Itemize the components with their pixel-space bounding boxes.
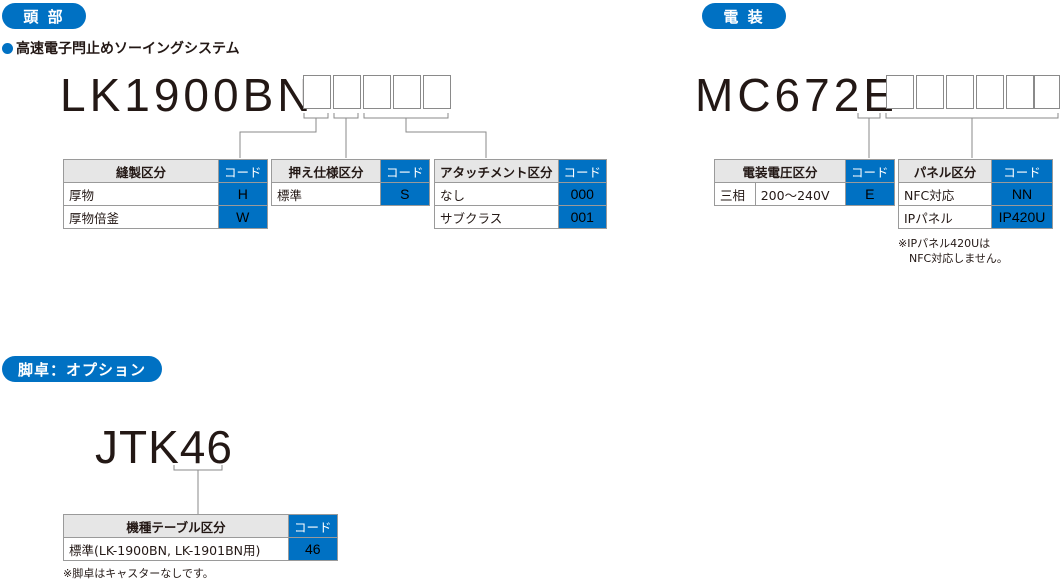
table-row: NFC対応 NN bbox=[898, 182, 1053, 206]
row-code: NN bbox=[991, 182, 1053, 206]
code-header: コード bbox=[557, 159, 608, 183]
row-label: 厚物 bbox=[63, 182, 219, 206]
code-header: コード bbox=[218, 159, 268, 183]
row-code: IP420U bbox=[991, 205, 1053, 229]
head-code-box bbox=[333, 75, 361, 109]
table-header: 縫製区分 bbox=[63, 159, 219, 183]
table-row: 厚物 H bbox=[63, 182, 268, 206]
head-code-box bbox=[303, 75, 331, 109]
head-model-number: LK1900BN bbox=[60, 69, 315, 121]
code-header: コード bbox=[288, 514, 338, 538]
table-header: アタッチメント区分 bbox=[434, 159, 559, 183]
table-row: サブクラス 001 bbox=[434, 205, 608, 229]
motor-code-box bbox=[1034, 75, 1060, 109]
row-label: 標準(LK-1900BN, LK-1901BN用) bbox=[63, 537, 289, 561]
stand-note: ※脚卓はキャスターなしです。 bbox=[63, 567, 214, 580]
table-header: 電装電圧区分 bbox=[714, 159, 846, 183]
row-code: E bbox=[845, 182, 895, 206]
table-row: 厚物倍釜 W bbox=[63, 205, 268, 229]
code-header: コード bbox=[991, 159, 1053, 183]
table-row: 標準(LK-1900BN, LK-1901BN用) 46 bbox=[63, 537, 338, 561]
row-code: S bbox=[380, 182, 430, 206]
row-code: 000 bbox=[557, 182, 608, 206]
table-row: 標準 S bbox=[271, 182, 430, 206]
panel-table: パネル区分 コード NFC対応 NN IPパネル IP420U bbox=[898, 159, 1053, 229]
sewing-type-table: 縫製区分 コード 厚物 H 厚物倍釜 W bbox=[63, 159, 268, 229]
code-header: コード bbox=[380, 159, 430, 183]
head-subtitle-text: 高速電子閂止めソーイングシステム bbox=[16, 41, 240, 57]
table-row: なし 000 bbox=[434, 182, 608, 206]
row-label: NFC対応 bbox=[898, 182, 992, 206]
bullet-icon bbox=[2, 42, 13, 54]
head-code-box bbox=[423, 75, 451, 109]
motor-code-box bbox=[946, 75, 974, 109]
panel-note-line1: ※IPパネル420Uは bbox=[898, 237, 991, 250]
table-header: パネル区分 bbox=[898, 159, 992, 183]
table-row: 三相 200〜240V E bbox=[714, 182, 895, 206]
row-code: 001 bbox=[557, 205, 608, 229]
row-label: 厚物倍釜 bbox=[63, 205, 219, 229]
motor-code-box bbox=[916, 75, 944, 109]
row-label-voltage: 200〜240V bbox=[754, 182, 847, 206]
table-header: 押え仕様区分 bbox=[271, 159, 381, 183]
head-section-pill: 頭 部 bbox=[2, 3, 86, 29]
panel-note: ※IPパネル420Uは NFC対応しません。 bbox=[898, 236, 1008, 266]
row-code: H bbox=[218, 182, 268, 206]
motor-code-box bbox=[976, 75, 1004, 109]
panel-note-line2: NFC対応しません。 bbox=[909, 252, 1008, 265]
motor-code-box bbox=[1006, 75, 1034, 109]
table-row: IPパネル IP420U bbox=[898, 205, 1053, 229]
row-label: IPパネル bbox=[898, 205, 992, 229]
head-subtitle: 高速電子閂止めソーイングシステム bbox=[2, 38, 240, 58]
voltage-table: 電装電圧区分 コード 三相 200〜240V E bbox=[714, 159, 895, 206]
presser-spec-table: 押え仕様区分 コード 標準 S bbox=[271, 159, 430, 206]
head-code-box bbox=[363, 75, 391, 109]
attachment-table: アタッチメント区分 コード なし 000 サブクラス 001 bbox=[434, 159, 608, 229]
code-header: コード bbox=[845, 159, 895, 183]
row-label-phase: 三相 bbox=[714, 182, 756, 206]
stand-model-number: JTK46 bbox=[95, 421, 233, 473]
row-code: W bbox=[218, 205, 268, 229]
stand-table: 機種テーブル区分 コード 標準(LK-1900BN, LK-1901BN用) 4… bbox=[63, 514, 338, 561]
row-label: 標準 bbox=[271, 182, 381, 206]
row-label: なし bbox=[434, 182, 559, 206]
row-code: 46 bbox=[288, 537, 338, 561]
motor-model-number: MC672E bbox=[695, 69, 898, 121]
stand-section-pill: 脚卓：オプション bbox=[2, 356, 162, 382]
row-label: サブクラス bbox=[434, 205, 559, 229]
table-header: 機種テーブル区分 bbox=[63, 514, 289, 538]
motor-code-box bbox=[886, 75, 914, 109]
motor-section-pill: 電 装 bbox=[702, 3, 786, 29]
head-code-box bbox=[393, 75, 421, 109]
